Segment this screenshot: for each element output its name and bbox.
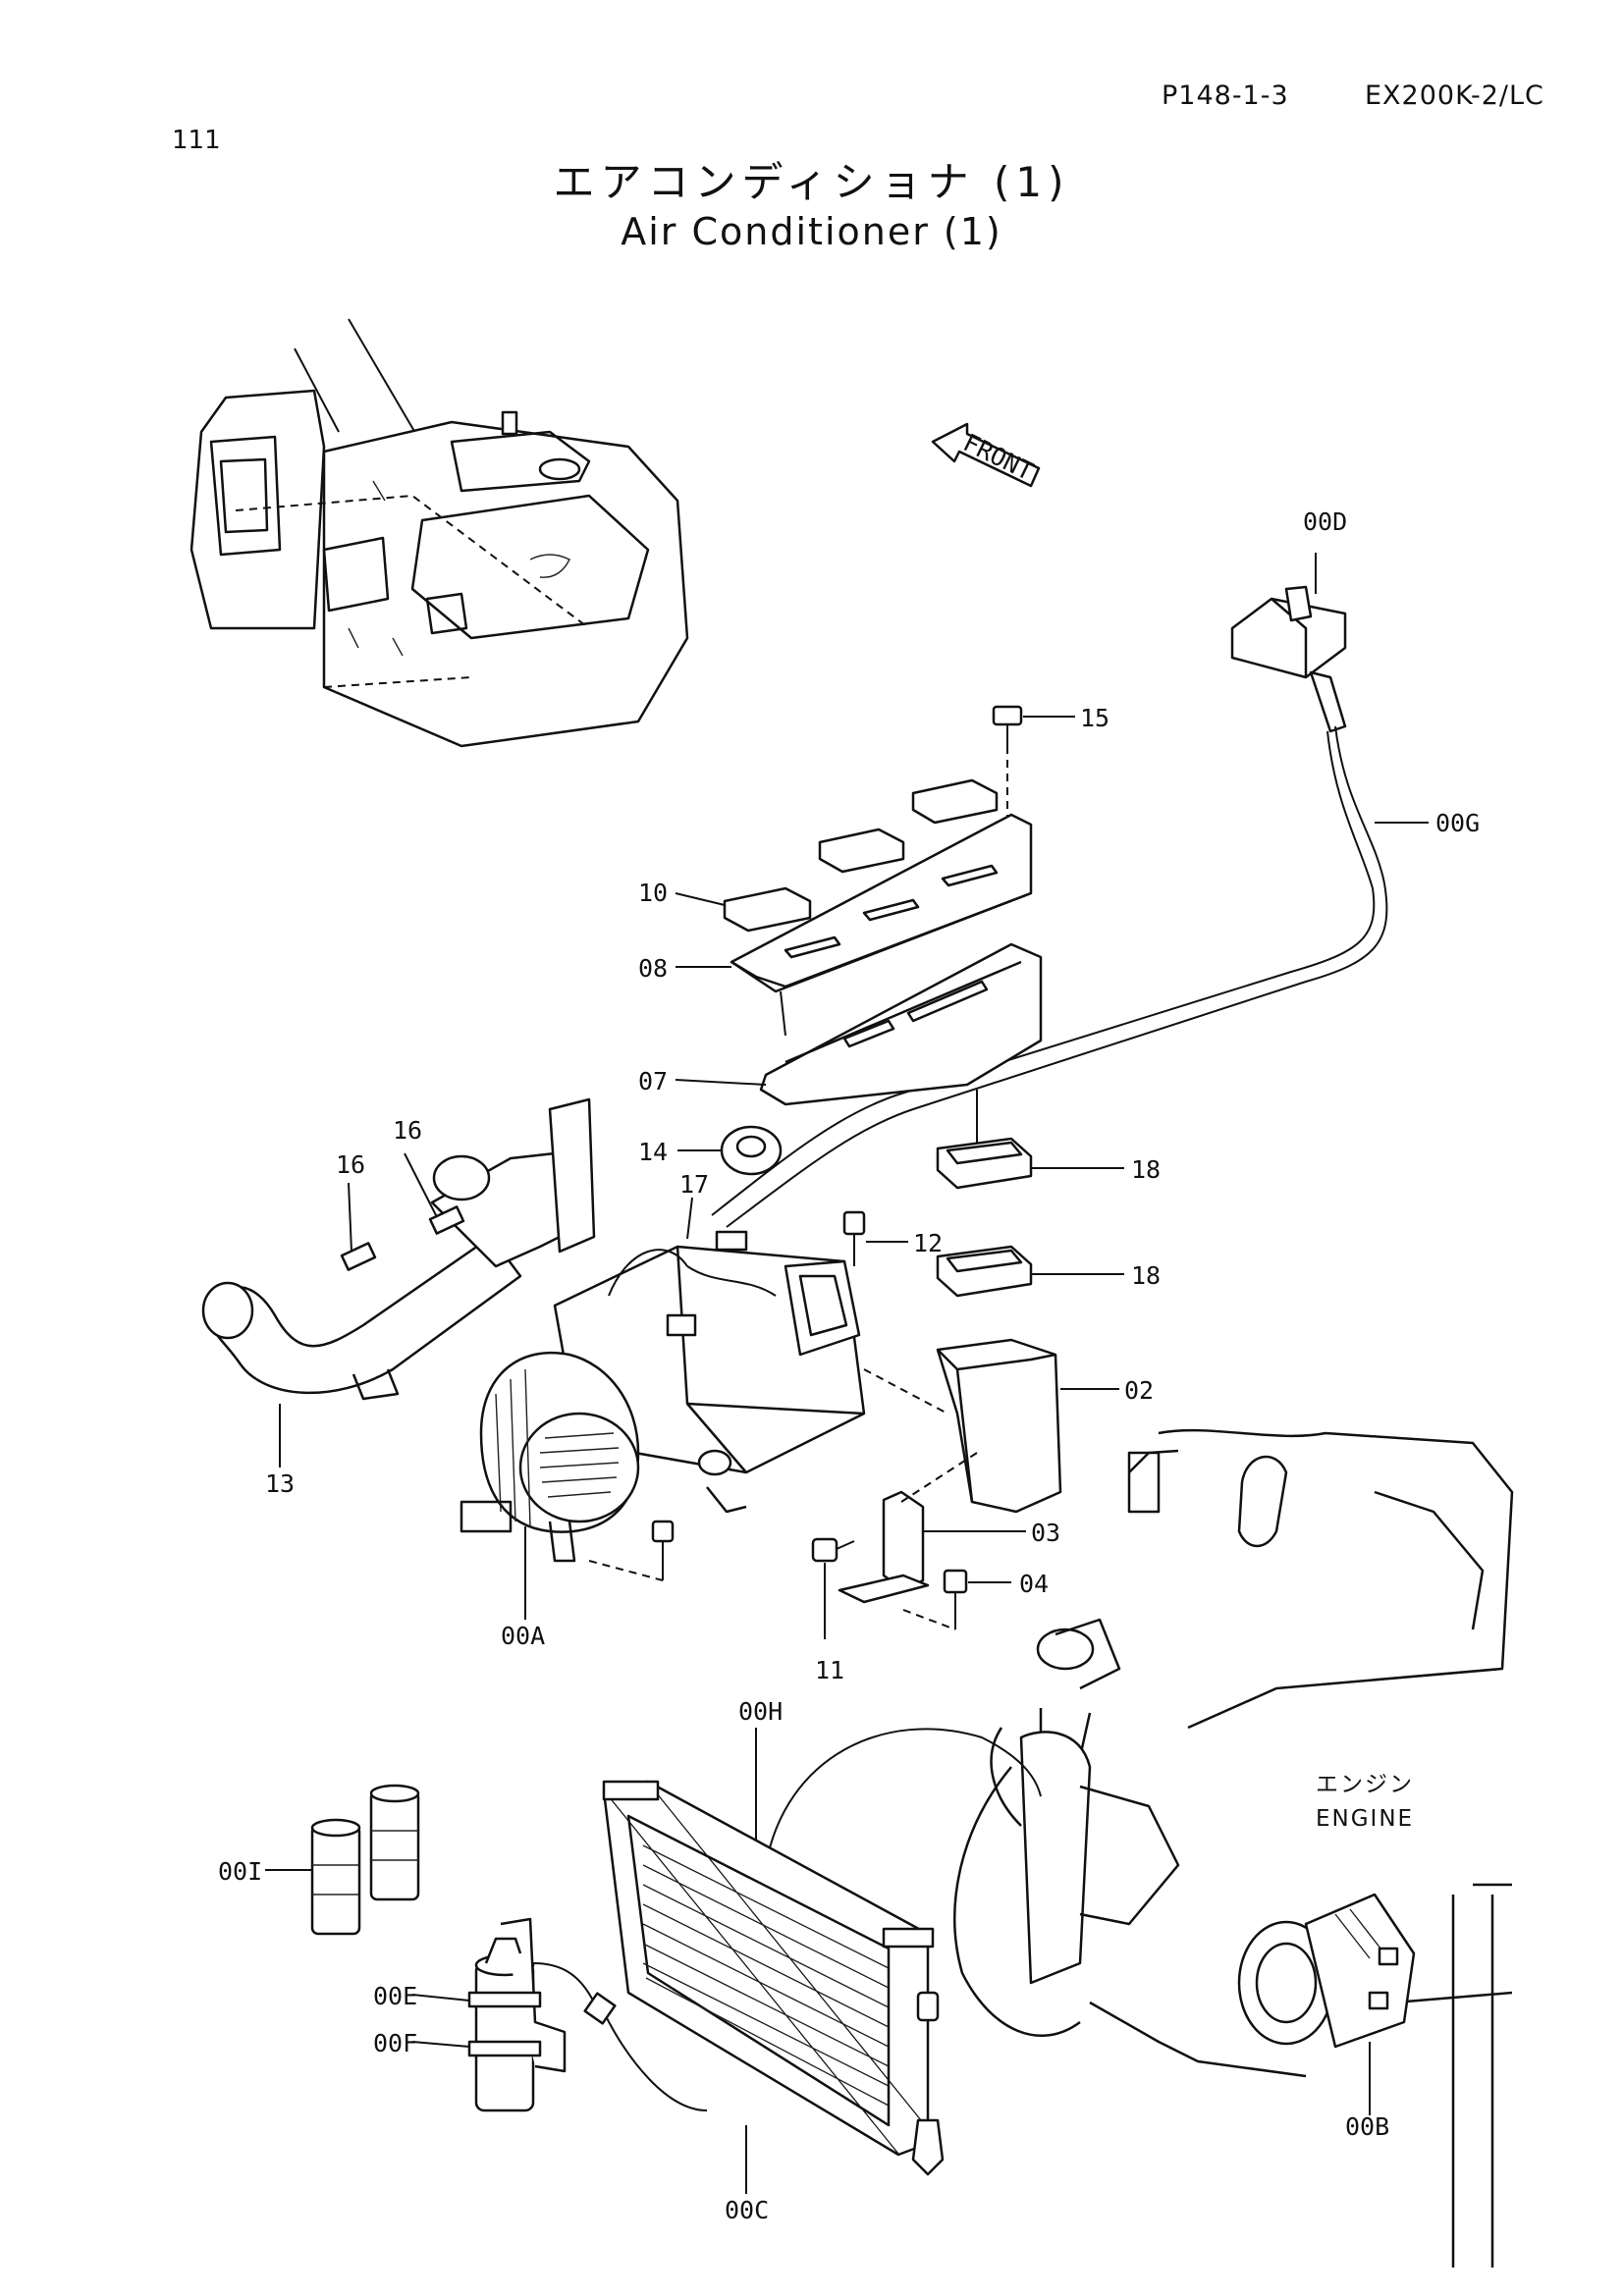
excavator-overview-illustration [189, 318, 689, 748]
engine-label-jp: エンジン [1316, 1772, 1414, 1797]
callout-13: 13 [265, 1469, 295, 1498]
callout-00E: 00E [373, 1982, 417, 2010]
callout-16-right: 16 [393, 1116, 422, 1145]
front-label: FRONT [959, 428, 1038, 486]
control-switch-illustration [1230, 585, 1385, 889]
cylinder-00I-illustration [310, 1784, 420, 1936]
callout-18-upper: 18 [1131, 1155, 1161, 1184]
hose-00H-illustration [765, 1728, 1042, 1866]
callout-17: 17 [679, 1170, 709, 1199]
callout-11: 11 [815, 1656, 844, 1684]
engine-label-en: ENGINE [1316, 1806, 1414, 1832]
callout-00D: 00D [1303, 507, 1347, 536]
callout-00B: 00B [1345, 2112, 1389, 2141]
callout-00A: 00A [501, 1622, 545, 1650]
duct-cover-08-illustration [730, 813, 1033, 1037]
bolt-04-illustration [902, 1569, 968, 1630]
callout-10: 10 [638, 879, 668, 907]
callout-04: 04 [1019, 1570, 1049, 1598]
engine-illustration [953, 1428, 1514, 2268]
bracket-03-illustration [838, 1452, 978, 1604]
duct-base-07-illustration [759, 942, 1043, 1158]
air-conditioner-unit-00A-illustration [460, 1230, 866, 1563]
bolt-near-00A-illustration [588, 1520, 675, 1581]
grommet-14-illustration [720, 1125, 783, 1176]
seal-18-lower-illustration [936, 1245, 1033, 1298]
compressor-00B-illustration [1237, 1893, 1416, 2049]
callout-00F: 00F [373, 2029, 417, 2057]
callout-07: 07 [638, 1067, 668, 1095]
callout-02: 02 [1124, 1376, 1154, 1405]
bolt-12-illustration [842, 1210, 866, 1266]
callout-00C: 00C [725, 2196, 769, 2224]
callout-16-left: 16 [336, 1150, 365, 1179]
duct-02-illustration [863, 1338, 1062, 1514]
callout-18-lower: 18 [1131, 1261, 1161, 1290]
callout-14: 14 [638, 1138, 668, 1166]
callout-00H: 00H [738, 1697, 783, 1726]
page-title-english: Air Conditioner (1) [621, 210, 1002, 253]
condenser-00C-illustration [602, 1780, 945, 2176]
callout-00G: 00G [1435, 809, 1480, 837]
callout-03: 03 [1031, 1519, 1060, 1547]
page-number: 111 [172, 126, 221, 155]
document-reference: P148-1-3 [1162, 80, 1289, 111]
receiver-dryer-illustration [467, 1917, 708, 2112]
louver-10-illustration [723, 778, 999, 933]
duct-hose-13-illustration [201, 1097, 596, 1401]
front-direction-arrow: FRONT [931, 422, 1041, 488]
callout-08: 08 [638, 954, 668, 983]
bolt-11-illustration [811, 1537, 855, 1563]
screw-15-illustration [992, 705, 1023, 874]
page-title-japanese: エアコンディショナ (1) [553, 158, 1070, 206]
callout-00I: 00I [218, 1857, 262, 1886]
callout-15: 15 [1080, 704, 1109, 732]
callout-12: 12 [913, 1229, 943, 1257]
machine-model: EX200K-2/LC [1365, 80, 1544, 111]
seal-18-upper-illustration [936, 1137, 1033, 1190]
